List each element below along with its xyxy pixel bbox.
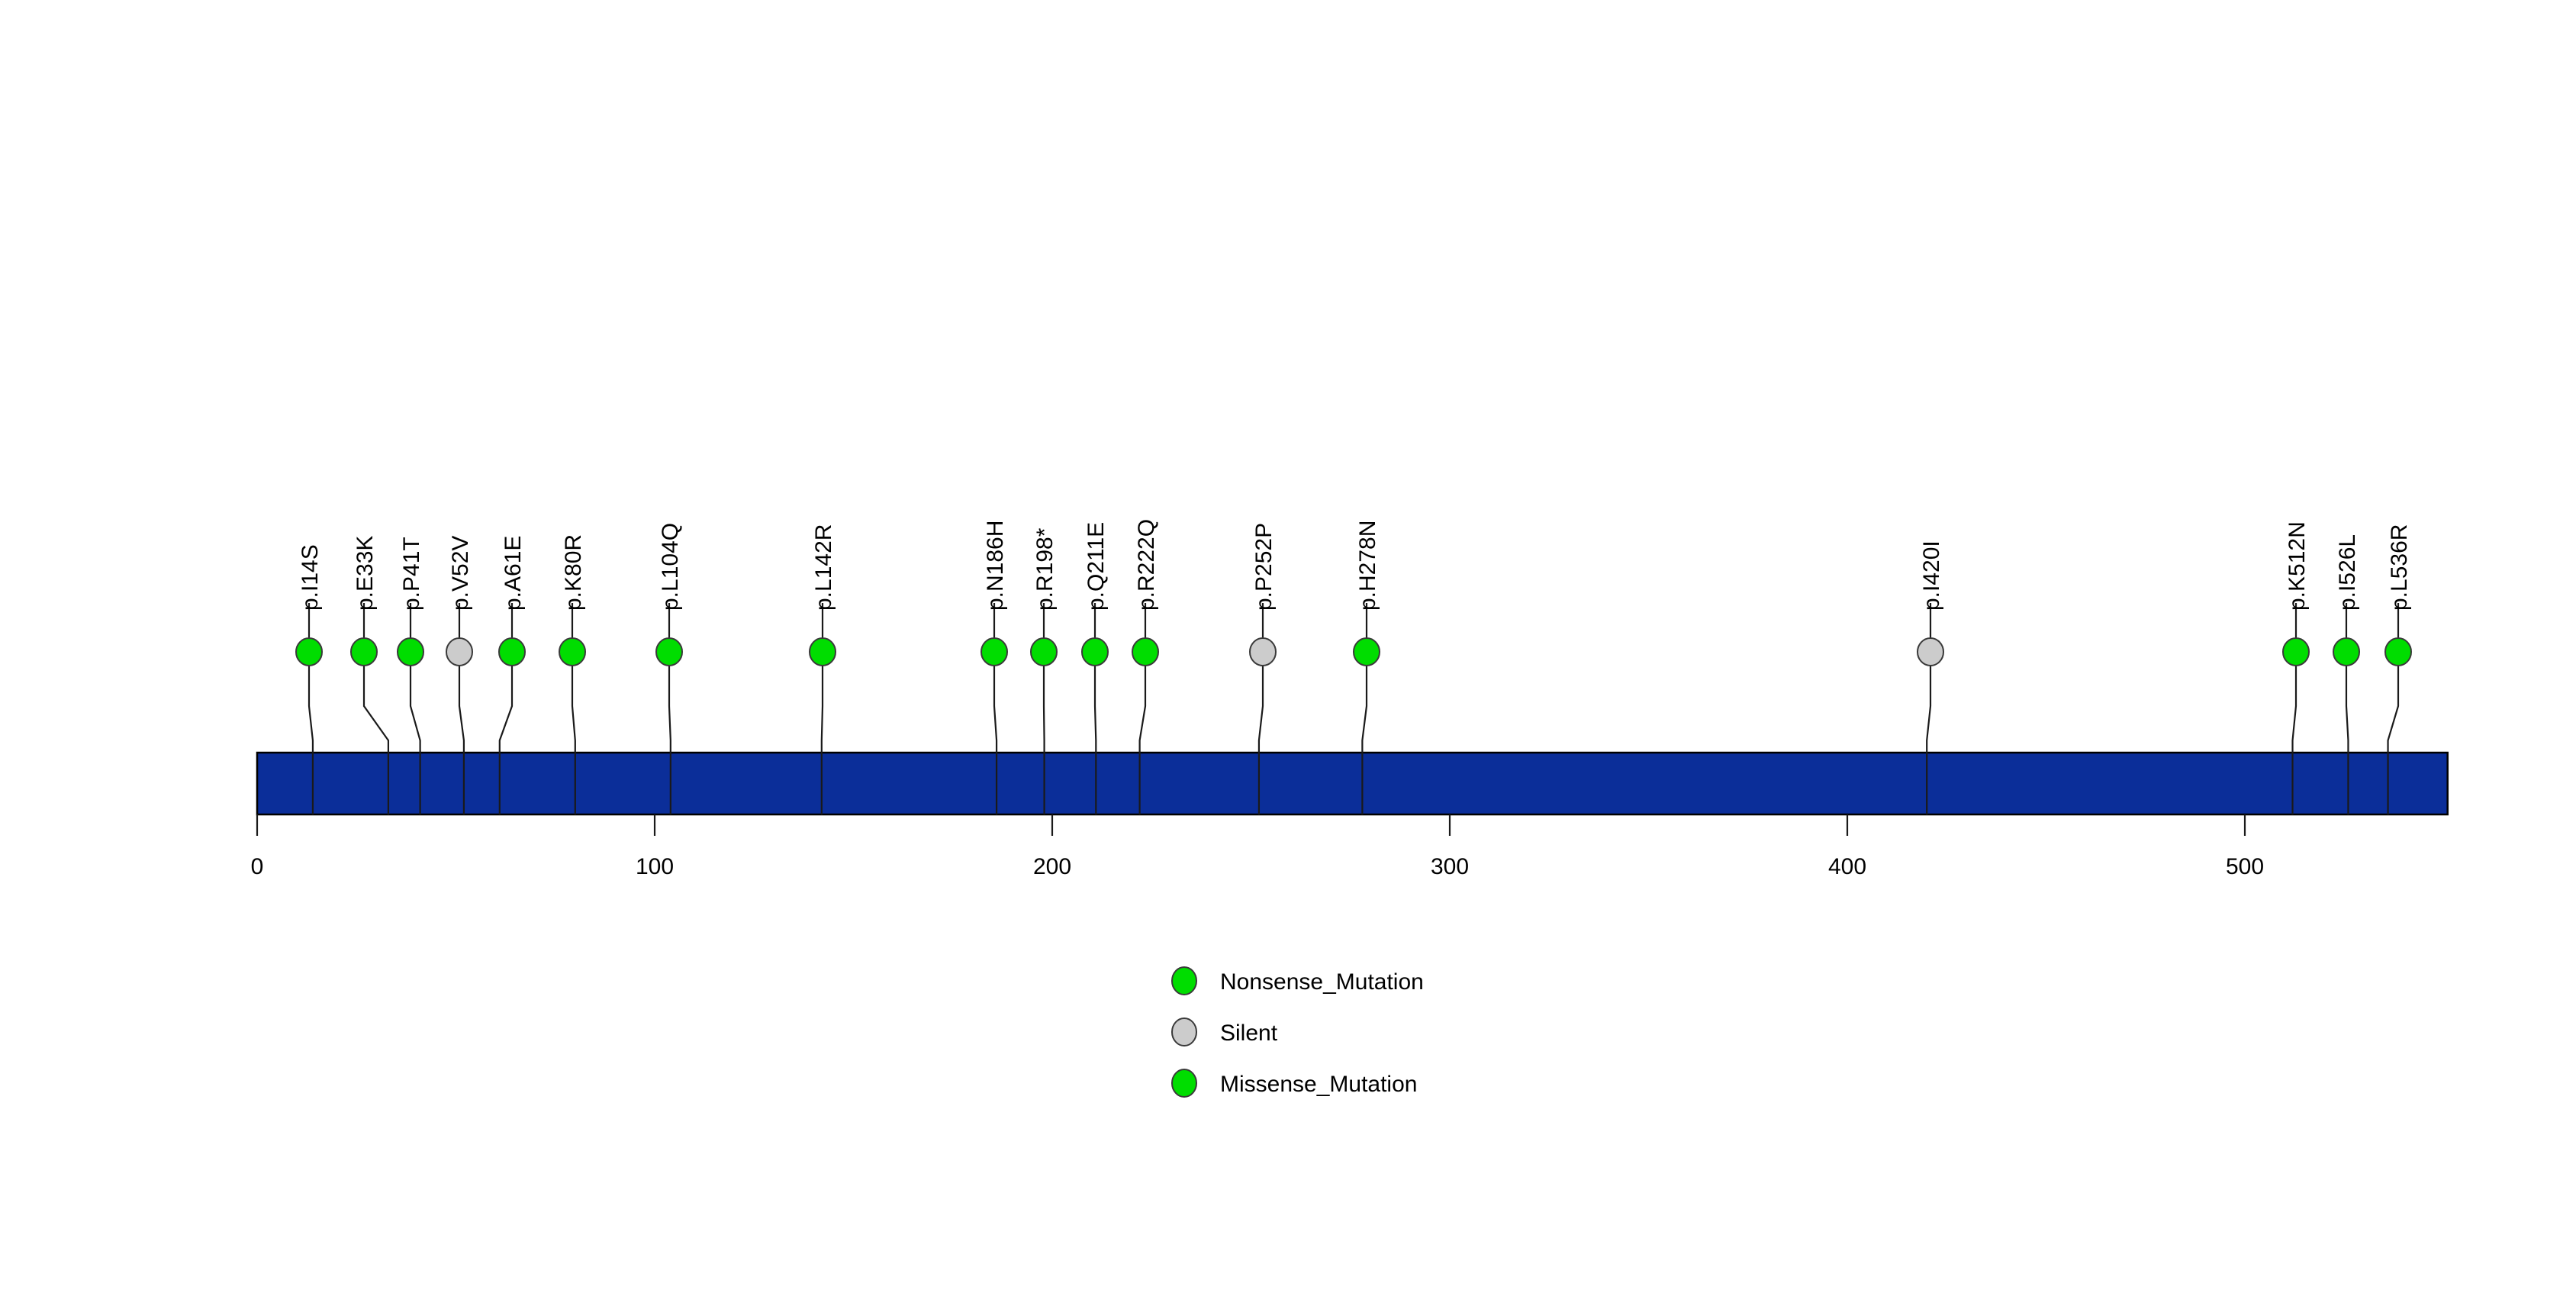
mutation-label: p.V52V <box>448 536 473 611</box>
mutation-label: p.N186H <box>983 521 1008 611</box>
mutation-marker[interactable] <box>295 637 323 666</box>
mutation-marker[interactable] <box>559 637 586 666</box>
mutation-marker[interactable] <box>1081 637 1109 666</box>
axis-tick-label: 200 <box>1033 854 1071 879</box>
legend-label: Nonsense_Mutation <box>1220 969 1424 995</box>
lollipop-markers <box>295 637 2412 666</box>
mutation-label: p.H278N <box>1355 521 1380 611</box>
mutation-marker[interactable] <box>1917 637 1944 666</box>
legend-swatch <box>1171 1017 1197 1047</box>
axis-tick-label: 500 <box>2226 854 2264 879</box>
mutation-label: p.R198* <box>1032 527 1058 611</box>
lollipop-stem <box>820 603 824 814</box>
mutation-marker[interactable] <box>1249 637 1277 666</box>
mutation-marker[interactable] <box>1353 637 1380 666</box>
mutation-label: p.I420I <box>1919 540 1944 611</box>
mutation-marker[interactable] <box>809 637 836 666</box>
mutation-labels: p.I14S p.E33K p.P41T p.V52V p.A61E p.K80R p.L1… <box>298 519 2412 611</box>
mutation-label: p.Q211E <box>1084 522 1109 611</box>
mutation-marker[interactable] <box>1030 637 1058 666</box>
mutation-label: p.A61E <box>501 536 526 611</box>
axis-tick-label: 100 <box>636 854 674 879</box>
mutation-marker[interactable] <box>446 637 473 666</box>
mutation-label: p.R222Q <box>1134 519 1159 611</box>
domain-bar-rect <box>256 751 2449 816</box>
mutation-marker[interactable] <box>397 637 424 666</box>
mutation-label: p.K80R <box>561 534 586 611</box>
mutation-label: p.L536R <box>2387 524 2412 611</box>
mutation-label: p.P252P <box>1251 523 1277 611</box>
mutation-marker[interactable] <box>2384 637 2412 666</box>
axis-tick-label: 0 <box>251 854 264 879</box>
mutation-marker[interactable] <box>980 637 1008 666</box>
x-axis: 0 100 200 300 400 500 <box>251 814 2264 879</box>
mutation-label: p.K512N <box>2285 521 2310 611</box>
mutation-label: p.L104Q <box>658 523 683 611</box>
legend-swatch <box>1171 966 1197 995</box>
protein-domain-bar <box>256 751 2449 816</box>
mutation-marker[interactable] <box>350 637 378 666</box>
mutation-label: p.L142R <box>811 524 836 611</box>
mutation-marker[interactable] <box>655 637 683 666</box>
mutation-marker[interactable] <box>2282 637 2310 666</box>
mutation-marker[interactable] <box>1132 637 1159 666</box>
mutation-marker[interactable] <box>2333 637 2360 666</box>
axis-tick-label: 300 <box>1431 854 1469 879</box>
mutation-marker[interactable] <box>498 637 526 666</box>
lollipop-stem <box>1042 603 1045 814</box>
mutation-label: p.I14S <box>298 544 323 611</box>
axis-tick-label: 400 <box>1828 854 1866 879</box>
legend-label: Silent <box>1220 1021 1278 1046</box>
mutation-label: p.E33K <box>353 536 378 611</box>
mutation-label: p.P41T <box>399 537 424 611</box>
legend-swatch <box>1171 1069 1197 1098</box>
legend-label: Missense_Mutation <box>1220 1072 1417 1097</box>
mutation-label: p.I526L <box>2335 534 2360 611</box>
